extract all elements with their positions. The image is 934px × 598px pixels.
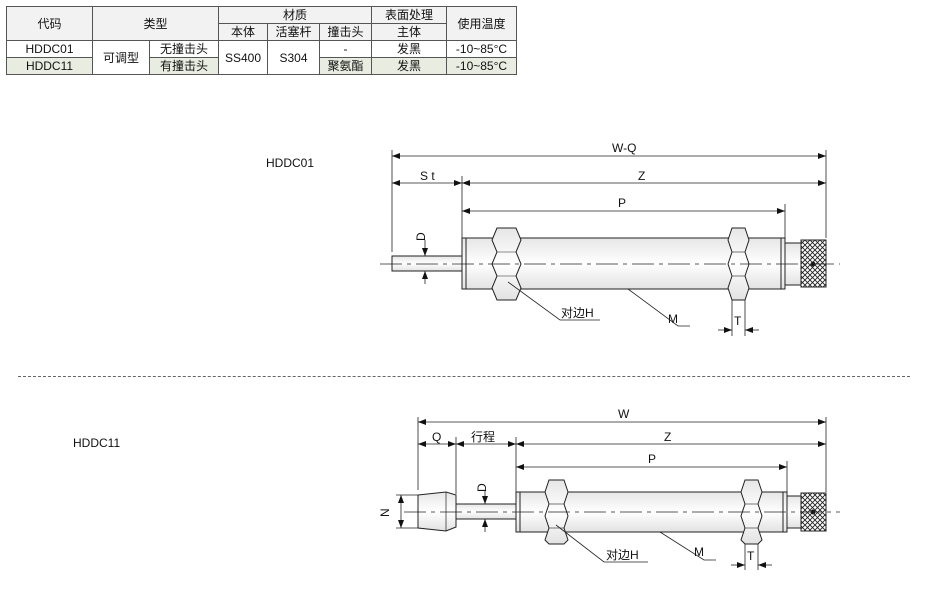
header-body: 本体 [218,23,268,41]
cell-type-sub: 有撞击头 [149,57,219,75]
spec-table: 代码 类型 材质 表面处理 使用温度 本体 活塞杆 撞击头 主体 HDDC01 … [6,6,517,75]
dim-z: Z [638,169,645,183]
dim-m: M [668,312,678,326]
dim-m: M [694,545,704,559]
model-label-hddc11: HDDC11 [73,436,121,450]
cell-striker: 聚氨酯 [319,57,372,75]
dim-d: D [475,483,489,492]
cell-temperature: -10~85°C [446,57,517,75]
dim-st: S t [420,169,435,183]
header-surface: 表面处理 [371,6,447,24]
dim-t: T [747,549,755,563]
dim-p: P [648,452,656,466]
header-temperature: 使用温度 [446,6,517,41]
dim-d: D [414,232,428,241]
dim-z: Z [664,430,671,444]
dim-n: N [378,508,392,517]
cell-body-material: SS400 [218,40,268,75]
dim-wq: W-Q [612,141,636,155]
dim-t: T [734,314,742,328]
cell-type-sub: 无撞击头 [149,40,219,58]
dim-hex: 对边H [606,548,639,562]
cell-code: HDDC11 [6,57,93,75]
header-piston-rod: 活塞杆 [267,23,320,41]
cell-surface: 发黑 [371,40,447,58]
dim-p: P [618,196,626,210]
table-row: HDDC11 有撞击头 聚氨酯 发黑 -10~85°C [6,57,517,75]
dim-w: W [618,407,630,421]
cell-temperature: -10~85°C [446,40,517,58]
drawing-hddc11 [396,417,840,570]
cell-type: 可调型 [92,40,150,75]
dim-q: Q [432,430,441,444]
model-label-hddc01: HDDC01 [266,156,315,170]
cell-surface: 发黑 [371,57,447,75]
dim-hex: 对边H [561,306,594,320]
table-row: HDDC01 可调型 无撞击头 SS400 S304 - 发黑 -10~85°C [6,40,517,75]
header-code: 代码 [6,6,93,41]
section-divider [18,376,910,377]
header-striker: 撞击头 [319,23,372,41]
drawing-hddc01 [380,150,840,336]
cell-rod-material: S304 [267,40,320,75]
dim-stroke: 行程 [471,429,495,444]
cell-code: HDDC01 [6,40,93,58]
